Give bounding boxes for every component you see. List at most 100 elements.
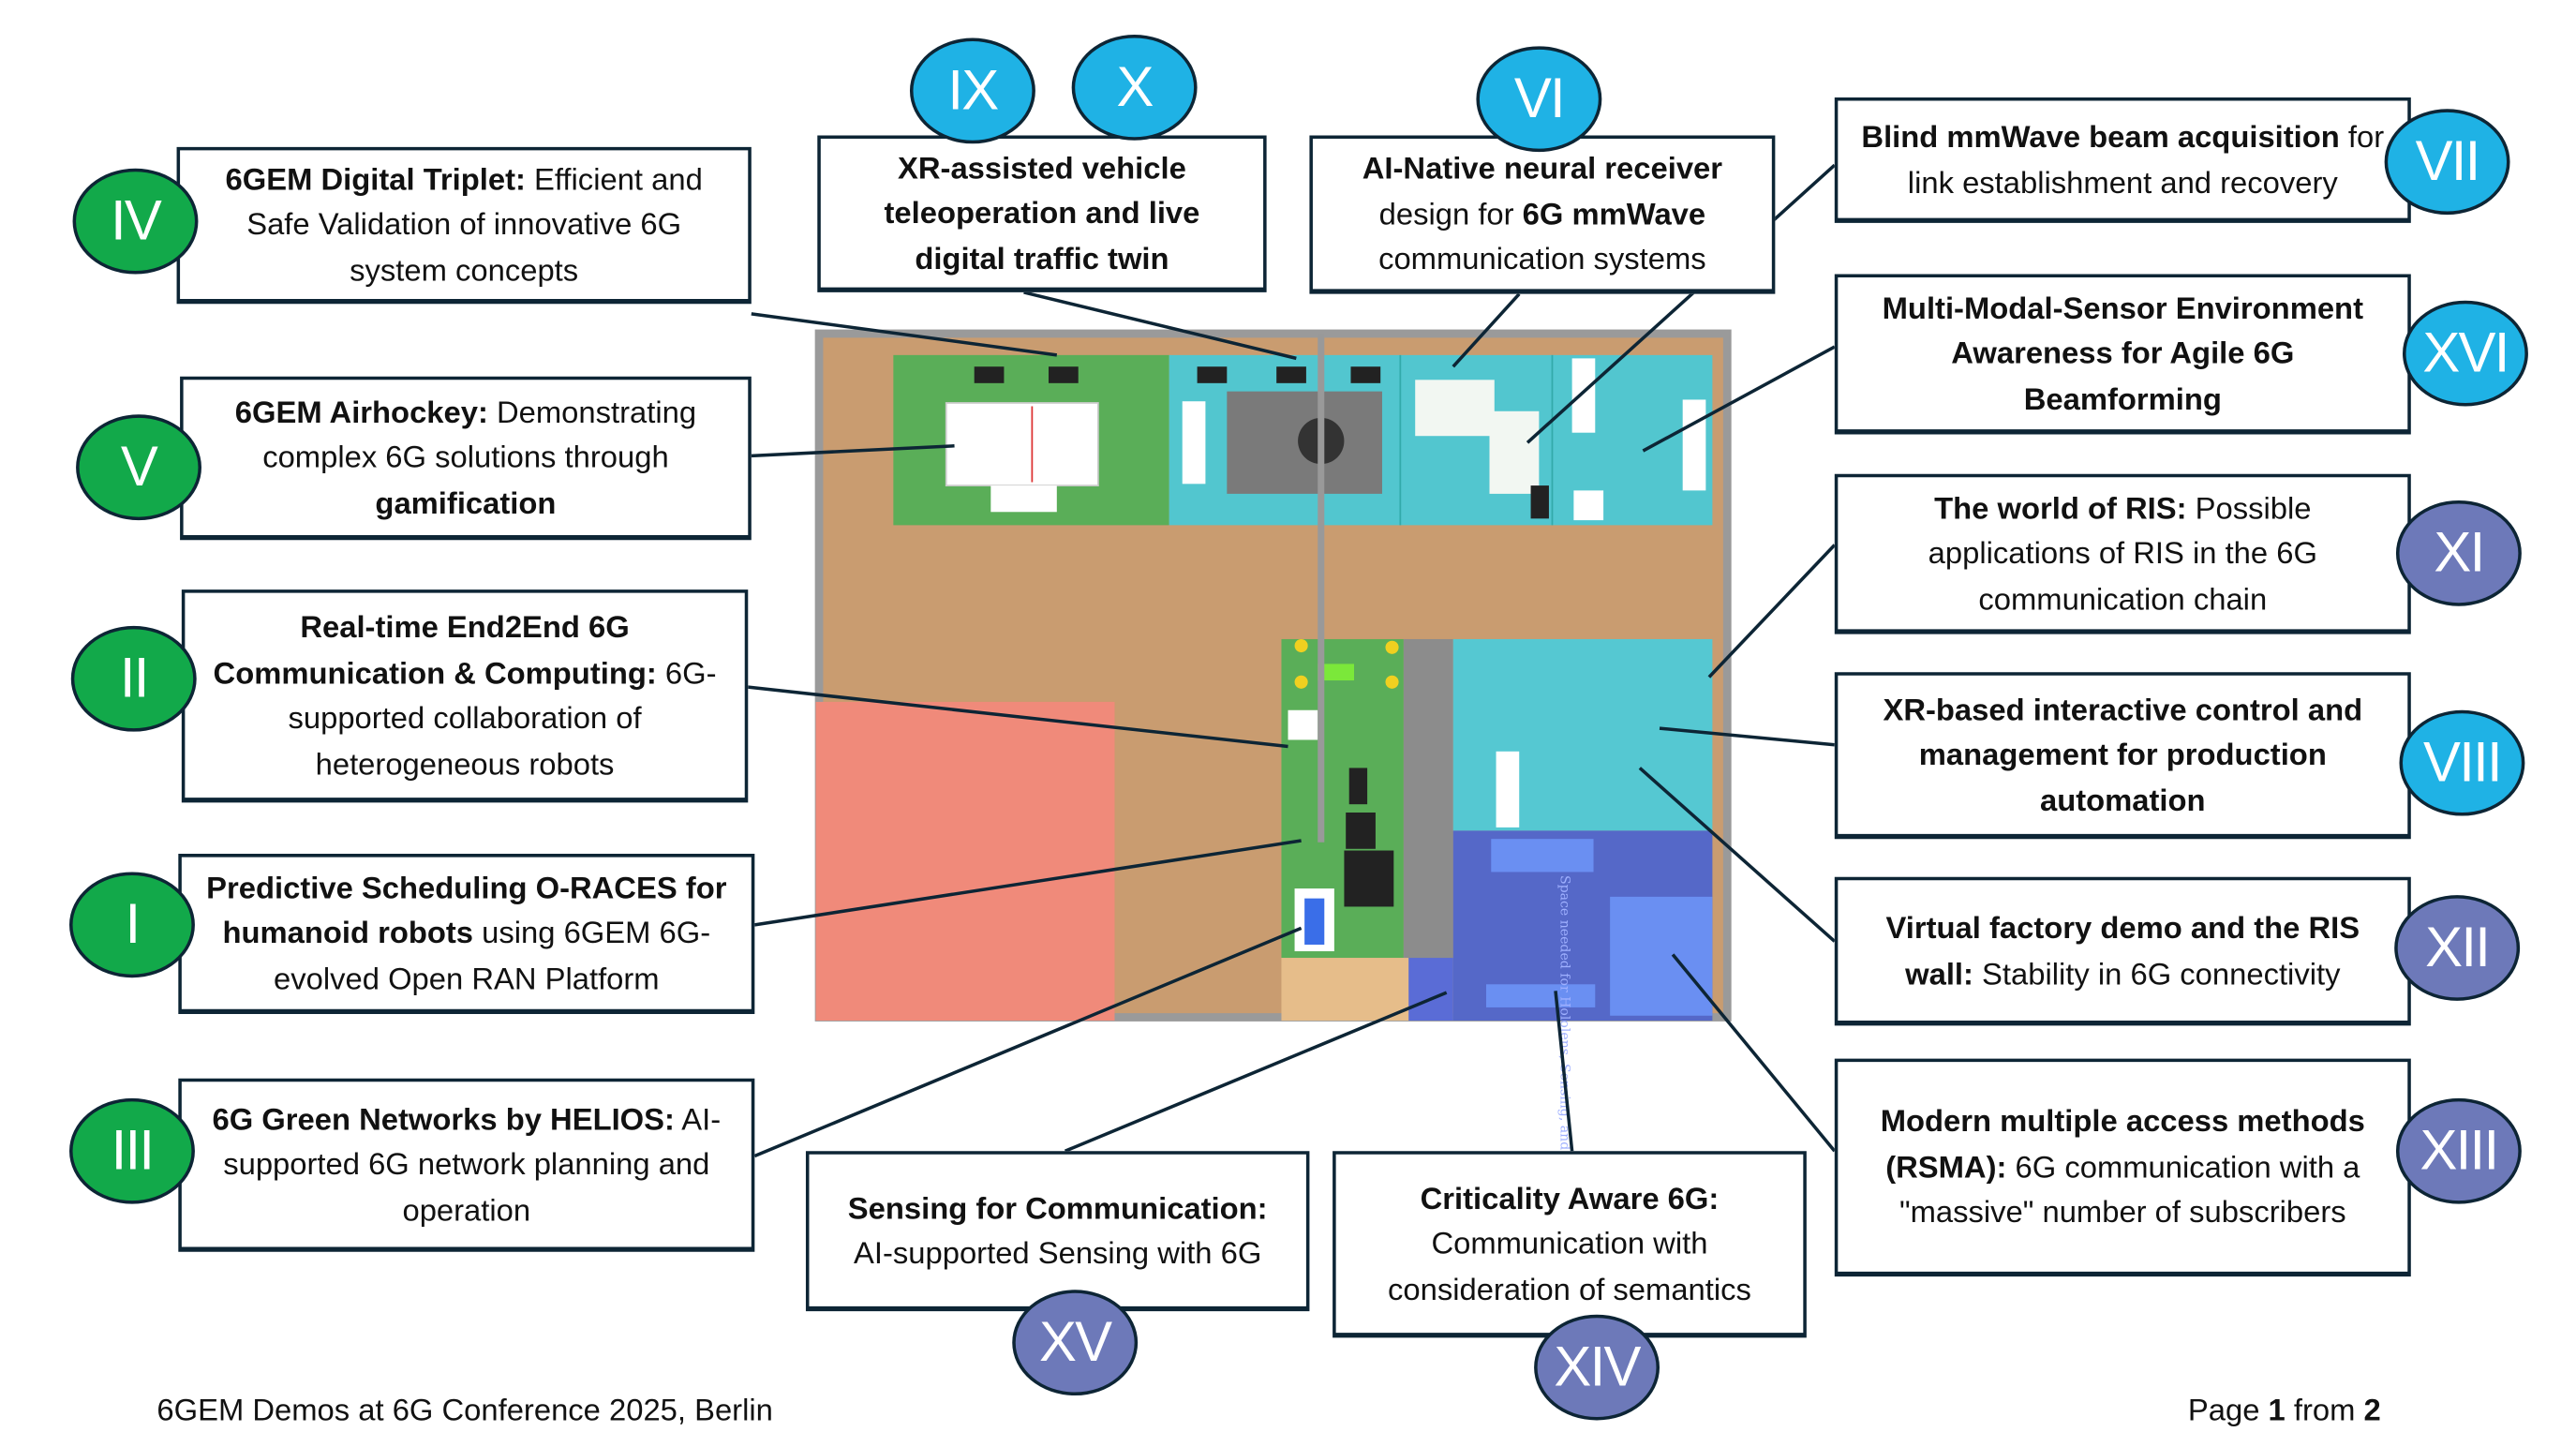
demo-body-text: Communication with consideration of sema… [1387, 1225, 1751, 1306]
demo-box-v: 6GEM Airhockey: Demonstrating complex 6G… [180, 376, 752, 541]
demo-description: Criticality Aware 6G: Communication with… [1352, 1175, 1786, 1311]
demo-title-text: Predictive Scheduling O-RACES for humano… [206, 870, 727, 950]
connector-line-xii [1638, 767, 1836, 943]
demo-number-badge: V [76, 414, 201, 521]
demo-body-text: for link establishment and recovery [1907, 118, 2385, 200]
demo-title-text: Sensing for Communication: [847, 1189, 1268, 1225]
page-indicator: Page 1 from 2 [2187, 1392, 2381, 1427]
demo-number-badge: IV [72, 168, 199, 275]
demo-description: Multi-Modal-Sensor Environment Awareness… [1854, 285, 2391, 421]
demo-description: AI-Native neural receiver design for 6G … [1330, 146, 1756, 282]
connector-line-iii [753, 926, 1303, 1158]
demo-title-text: AI-Native neural receiver [1362, 150, 1723, 186]
demo-box-vii: Blind mmWave beam acquisition for link e… [1834, 97, 2411, 223]
demo-description: 6GEM Digital Triplet: Efficient and Safe… [197, 157, 732, 292]
demo-description: XR-based interactive control and managem… [1854, 687, 2391, 823]
area-salmon [815, 701, 1115, 1022]
demo-title-text: Multi-Modal-Sensor Environment Awareness… [1882, 290, 2363, 416]
demo-number-badge: XII [2394, 895, 2521, 1001]
demo-box-xi: The world of RIS: Possible applications … [1834, 473, 2411, 634]
demo-description: Modern multiple access methods (RSMA): 6… [1854, 1098, 2391, 1234]
demo-title-text: Virtual factory demo and the RIS wall: [1885, 909, 2360, 991]
demo-title-text: 6GEM Digital Triplet: [225, 161, 526, 197]
demo-number-badge: I [69, 872, 195, 978]
demo-number-badge: XI [2395, 500, 2522, 606]
demo-number-badge: VII [2384, 109, 2510, 216]
demo-number-badge: XVI [2403, 300, 2528, 407]
truss-frame [814, 329, 1732, 1022]
demo-title-text: XR-assisted vehicle teleoperation and li… [884, 149, 1200, 276]
demo-box-xiv: Criticality Aware 6G: Communication with… [1333, 1151, 1807, 1338]
demo-body-text: using 6GEM 6G-evolved Open RAN Platform [274, 915, 711, 996]
demo-title-text: gamification [375, 485, 557, 520]
demo-box-ix-x: XR-assisted vehicle teleoperation and li… [817, 135, 1267, 292]
demo-body-text: design for [1378, 196, 1523, 231]
demo-number-badge: VIII [2399, 709, 2525, 816]
connector-line-xiii [1671, 953, 1837, 1153]
demo-description: XR-assisted vehicle teleoperation and li… [837, 145, 1246, 281]
demo-box-iii: 6G Green Networks by HELIOS: AI-supporte… [178, 1078, 755, 1252]
demo-body-text: Possible applications of RIS in the 6G c… [1928, 489, 2317, 616]
demo-title-text: 6G mmWave [1522, 196, 1706, 231]
demo-number-badge: XIII [2395, 1097, 2522, 1204]
demo-box-viii: XR-based interactive control and managem… [1834, 672, 2411, 840]
hololens-note: Space needed for Hololens, Sensing, and … [1556, 875, 1571, 1219]
connector-line-vi [1452, 292, 1521, 368]
demo-body-text: AI-supported Sensing with 6G [854, 1235, 1262, 1271]
demo-number-badge: VI [1476, 46, 1602, 153]
demo-description: Predictive Scheduling O-RACES for humano… [198, 865, 735, 1001]
demo-box-iv: 6GEM Digital Triplet: Efficient and Safe… [176, 146, 752, 305]
connector-line-ix-x [1023, 291, 1297, 361]
area-tan [1281, 958, 1409, 1022]
demo-title-text: Real-time End2End 6G Communication & Com… [213, 609, 657, 690]
connector-line-xvi [1642, 345, 1836, 453]
demo-title-text: 6GEM Airhockey: [234, 394, 488, 429]
demo-title-text: 6G Green Networks by HELIOS: [212, 1100, 675, 1136]
demo-description: Blind mmWave beam acquisition for link e… [1854, 114, 2391, 205]
footer-title: 6GEM Demos at 6G Conference 2025, Berlin [156, 1392, 773, 1427]
demo-title-text: Blind mmWave beam acquisition [1861, 118, 2340, 154]
demo-description: Sensing for Communication: AI-supported … [826, 1185, 1289, 1275]
demo-title-text: XR-based interactive control and managem… [1883, 691, 2363, 817]
demo-box-i: Predictive Scheduling O-RACES for humano… [178, 854, 755, 1014]
demo-body-text: 6G-supported collaboration of heterogene… [288, 654, 717, 781]
demo-box-xv: Sensing for Communication: AI-supported … [805, 1151, 1310, 1312]
demo-description: 6G Green Networks by HELIOS: AI-supporte… [198, 1096, 735, 1232]
demo-body-text: Demonstrating complex 6G solutions throu… [262, 394, 697, 475]
demo-number-badge: III [69, 1097, 195, 1204]
demo-description: The world of RIS: Possible applications … [1854, 485, 2391, 621]
demo-body-text: AI-supported 6G network planning and ope… [223, 1100, 722, 1227]
connector-line-xi [1707, 544, 1837, 679]
connector-line-v [751, 444, 955, 458]
connector-line-viii [1659, 726, 1835, 747]
demo-number-badge: II [70, 625, 197, 732]
demo-body-text: 6G communication with a "massive" number… [1898, 1149, 2360, 1230]
demo-box-xiii: Modern multiple access methods (RSMA): 6… [1834, 1058, 2411, 1277]
demo-body-text: Efficient and Safe Validation of innovat… [246, 161, 703, 288]
connector-line-xiv [1554, 991, 1574, 1152]
demo-body-text: communication systems [1378, 241, 1706, 276]
demo-box-xii: Virtual factory demo and the RIS wall: S… [1834, 876, 2411, 1026]
demo-number-badge: XV [1012, 1290, 1139, 1396]
airhockey-table [945, 402, 1099, 486]
connector-line-i [754, 839, 1302, 927]
connector-line-xv [1064, 991, 1448, 1153]
connector-line-ii [748, 685, 1288, 749]
demo-box-ii: Real-time End2End 6G Communication & Com… [181, 589, 749, 803]
demo-box-vi: AI-Native neural receiver design for 6G … [1309, 135, 1776, 294]
demo-body-text: Stability in 6G connectivity [1973, 955, 2341, 991]
demo-title-text: The world of RIS: [1934, 489, 2187, 525]
demo-description: 6GEM Airhockey: Demonstrating complex 6G… [200, 389, 731, 525]
demo-box-xvi: Multi-Modal-Sensor Environment Awareness… [1834, 274, 2411, 435]
demo-title-text: Criticality Aware 6G: [1420, 1180, 1720, 1216]
connector-line-iv [751, 312, 1058, 357]
demo-description: Real-time End2End 6G Communication & Com… [201, 604, 728, 786]
demo-number-badge: XIV [1534, 1314, 1660, 1421]
demo-title-text: Modern multiple access methods (RSMA): [1880, 1103, 2365, 1185]
connector-line-vii [1526, 163, 1836, 444]
demo-description: Virtual factory demo and the RIS wall: S… [1854, 905, 2391, 996]
demo-number-badge: IX [909, 37, 1035, 144]
